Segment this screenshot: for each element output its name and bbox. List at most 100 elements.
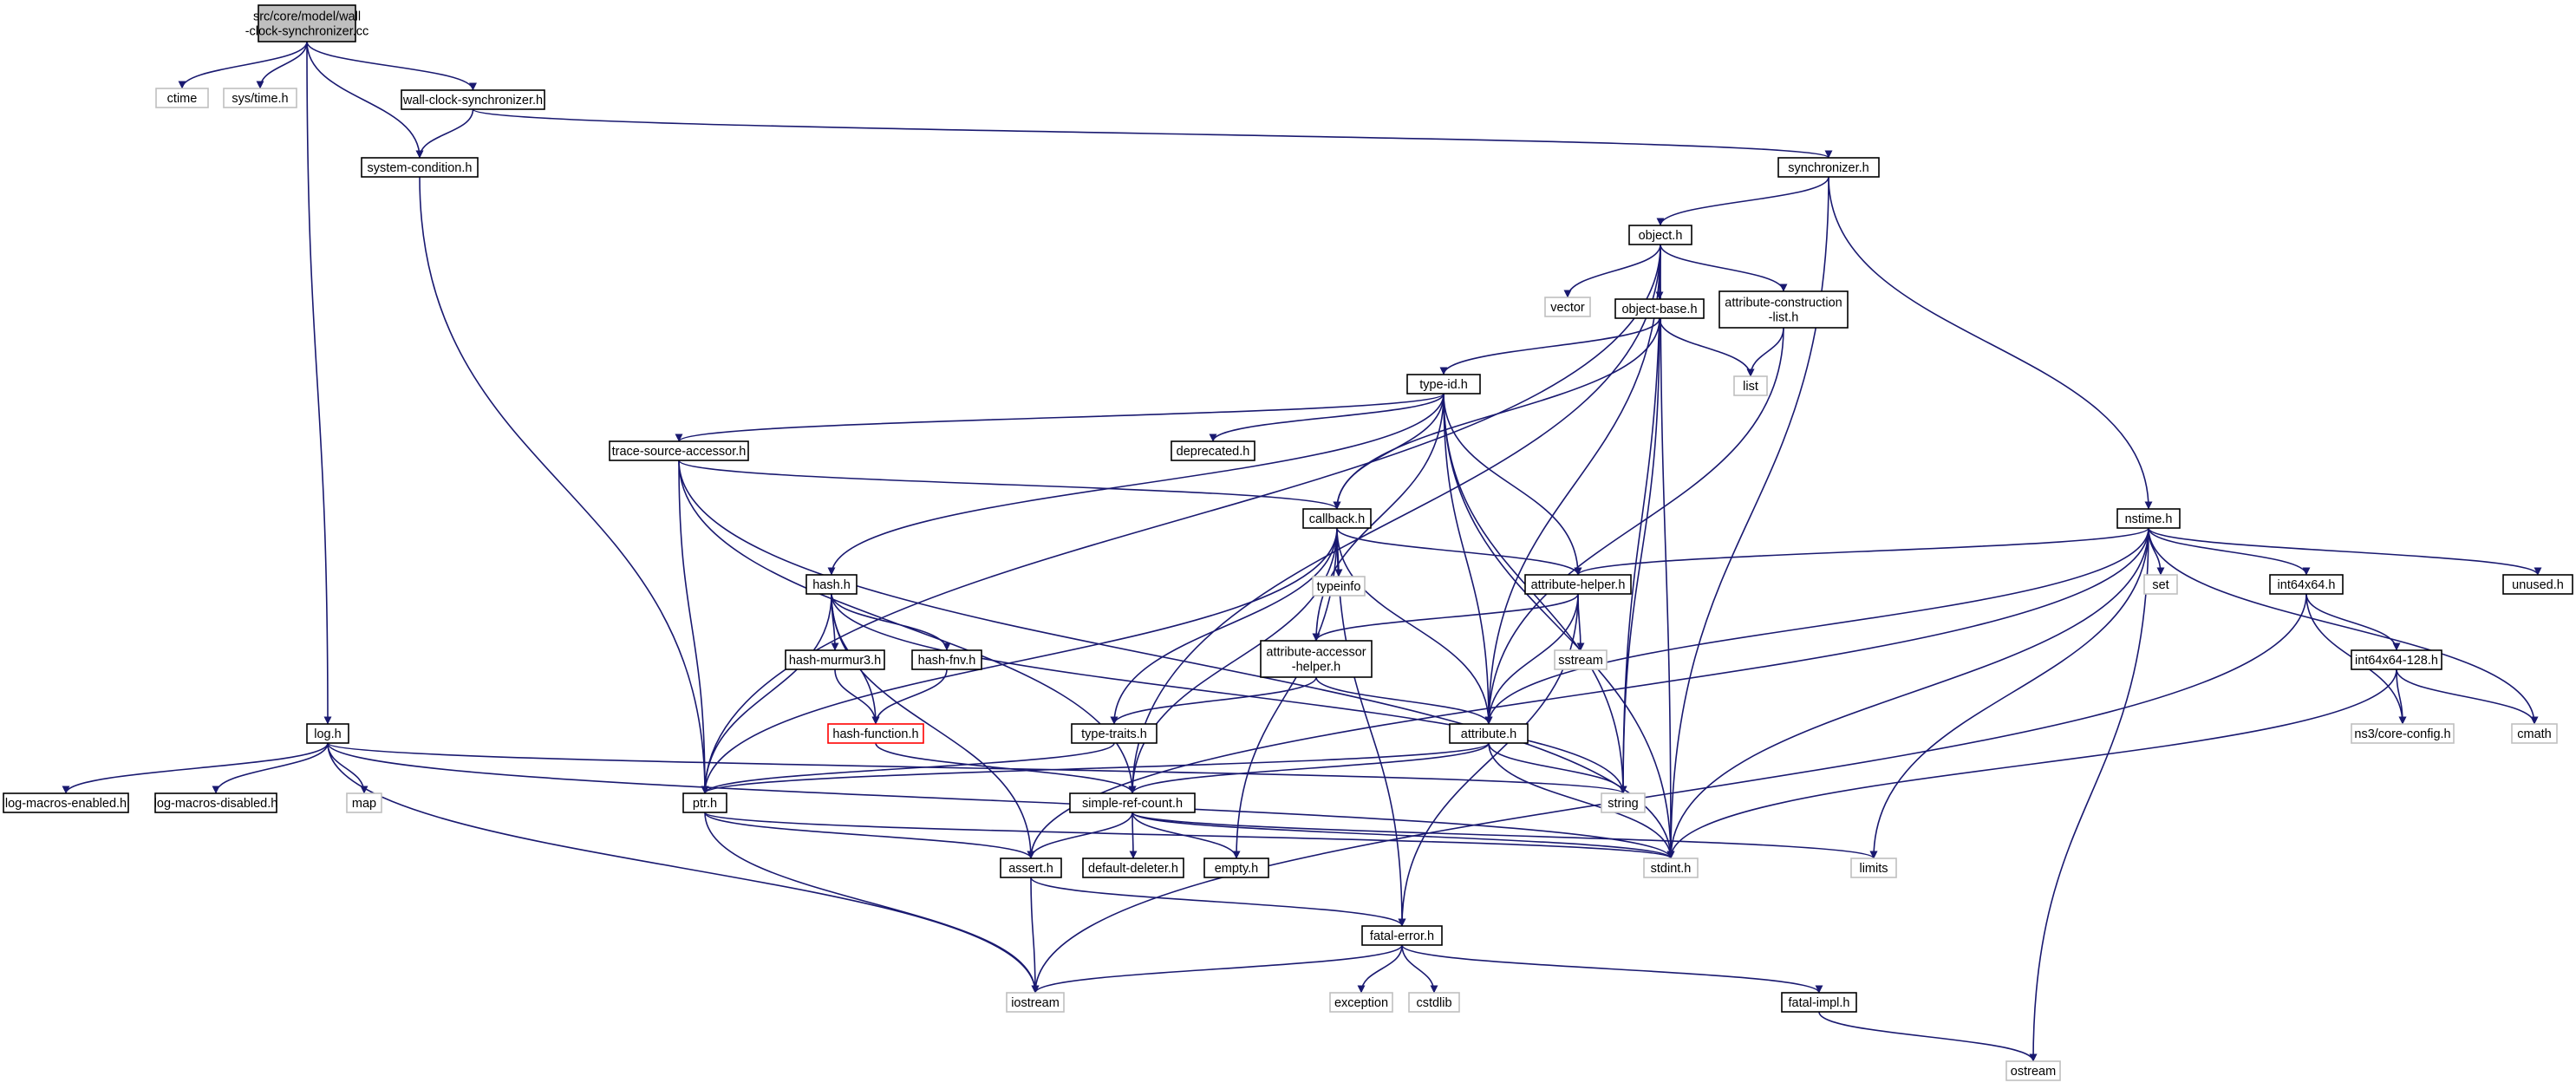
node-tsa[interactable]: trace-source-accessor.h	[609, 440, 749, 461]
node-root[interactable]: src/core/model/wall-clock-synchronizer.c…	[245, 4, 369, 42]
node-int64[interactable]: int64x64.h	[2269, 574, 2344, 595]
node-unused[interactable]: unused.h	[2502, 574, 2573, 595]
edge-objectbase-to-list	[1659, 317, 1755, 377]
node-label: object-base.h	[1621, 303, 1697, 316]
node-exception: exception	[1329, 992, 1393, 1013]
edge-attrhelper-to-fatalerror	[1398, 593, 1579, 927]
node-wcsync[interactable]: wall-clock-synchronizer.h	[401, 89, 545, 110]
edge-log-to-logen	[62, 742, 329, 794]
node-assert[interactable]: assert.h	[1000, 858, 1062, 878]
node-logdis[interactable]: log-macros-disabled.h	[154, 792, 278, 813]
node-box	[306, 723, 349, 744]
header-nodes: src/core/model/wall-clock-synchronizer.c…	[3, 4, 2573, 1081]
node-typetraits[interactable]: type-traits.h	[1071, 723, 1158, 744]
node-box	[2269, 574, 2344, 595]
edge-typetraits-to-ptr	[701, 742, 1115, 794]
node-box	[1203, 858, 1269, 878]
node-label: attribute-accessor	[1266, 646, 1366, 660]
node-src[interactable]: simple-ref-count.h	[1069, 792, 1196, 813]
node-int128[interactable]: int64x64-128.h	[2351, 649, 2442, 670]
edge-nstime-to-ostream	[2029, 527, 2149, 1062]
node-label: attribute-helper.h	[1531, 578, 1626, 592]
edge-synchronizer-to-nstime	[1828, 176, 2153, 510]
node-callback[interactable]: callback.h	[1302, 508, 1372, 529]
node-box	[911, 649, 982, 670]
edge-root-to-ctime	[178, 41, 308, 89]
node-typeinfo: typeinfo	[1312, 576, 1366, 597]
node-nstime[interactable]: nstime.h	[2116, 508, 2181, 529]
node-box	[401, 89, 545, 110]
node-objectbase[interactable]: object-base.h	[1614, 298, 1705, 319]
node-box	[361, 157, 479, 178]
edge-attrconst-to-attribute	[1484, 327, 1784, 725]
node-fatalerror[interactable]: fatal-error.h	[1361, 925, 1443, 946]
edge-fatalerror-to-fatalimpl	[1401, 944, 1823, 994]
node-attraccessor[interactable]: attribute-accessor-helper.h	[1260, 640, 1373, 678]
node-ostream: ostream	[2005, 1060, 2061, 1081]
node-box	[2502, 574, 2573, 595]
node-box	[2511, 723, 2558, 744]
node-synchronizer[interactable]: synchronizer.h	[1777, 157, 1880, 178]
edge-object-to-attribute	[1484, 244, 1661, 725]
edge-src-to-empty	[1131, 812, 1241, 859]
node-label: nstime.h	[2125, 512, 2173, 526]
node-typeid[interactable]: type-id.h	[1406, 374, 1481, 395]
node-deprecated[interactable]: deprecated.h	[1171, 440, 1255, 461]
node-box	[223, 88, 297, 108]
node-box	[1544, 297, 1591, 317]
node-box	[785, 649, 885, 670]
edge-nstime-to-stdint	[1666, 527, 2149, 859]
node-box	[1171, 440, 1255, 461]
node-label: hash-function.h	[832, 727, 918, 741]
node-box	[2143, 574, 2178, 595]
node-box	[1069, 792, 1196, 813]
edge-fatalerror-to-exception	[1357, 944, 1403, 994]
node-hashfunc[interactable]: hash-function.h	[827, 723, 924, 744]
node-syscond[interactable]: system-condition.h	[361, 157, 479, 178]
node-label: string	[1608, 797, 1638, 811]
edge-ptr-to-assert	[704, 812, 1035, 859]
edge-typeid-to-tsa	[675, 393, 1445, 442]
edge-attribute-to-ptr	[701, 742, 1490, 794]
node-box	[1302, 508, 1372, 529]
node-fnv[interactable]: hash-fnv.h	[911, 649, 982, 670]
node-attrhelper[interactable]: attribute-helper.h	[1524, 574, 1632, 595]
node-label: vector	[1550, 301, 1585, 315]
node-attribute[interactable]: attribute.h	[1449, 723, 1529, 744]
node-box	[1614, 298, 1705, 319]
node-empty[interactable]: empty.h	[1203, 858, 1269, 878]
node-fatalimpl[interactable]: fatal-impl.h	[1781, 992, 1857, 1013]
edge-int128-to-stdint	[1666, 668, 2397, 859]
node-vector: vector	[1544, 297, 1591, 317]
node-logen[interactable]: log-macros-enabled.h	[3, 792, 129, 813]
node-box	[1643, 858, 1699, 878]
edge-syscond-to-ptr	[419, 176, 709, 794]
node-ptr[interactable]: ptr.h	[682, 792, 727, 813]
node-box	[1408, 992, 1460, 1013]
node-box	[155, 88, 209, 108]
edge-typeid-to-attribute	[1443, 393, 1493, 725]
node-label: assert.h	[1008, 862, 1053, 876]
node-object[interactable]: object.h	[1628, 225, 1692, 245]
node-box	[154, 792, 277, 813]
node-box	[1260, 640, 1373, 678]
node-murmur[interactable]: hash-murmur3.h	[785, 649, 885, 670]
node-defdel[interactable]: default-deleter.h	[1082, 858, 1184, 878]
edge-typeid-to-deprecated	[1209, 393, 1445, 442]
node-box	[1082, 858, 1184, 878]
edge-typeid-to-callback	[1333, 393, 1445, 510]
edge-tsa-to-ptr	[678, 460, 709, 794]
edge-fnv-to-hashfunc	[871, 668, 948, 725]
node-hash[interactable]: hash.h	[805, 574, 858, 595]
node-label: log.h	[314, 727, 341, 741]
node-box	[609, 440, 749, 461]
node-label: ctime	[167, 92, 198, 106]
edge-typeid-to-attrhelper	[1443, 393, 1582, 576]
node-attrconst[interactable]: attribute-construction-list.h	[1718, 290, 1849, 329]
node-label: list	[1743, 380, 1758, 394]
node-box	[827, 723, 924, 744]
edge-attribute-to-stdint	[1488, 742, 1675, 859]
node-log[interactable]: log.h	[306, 723, 349, 744]
edge-attrconst-to-list	[1746, 327, 1784, 377]
node-cmath: cmath	[2511, 723, 2558, 744]
